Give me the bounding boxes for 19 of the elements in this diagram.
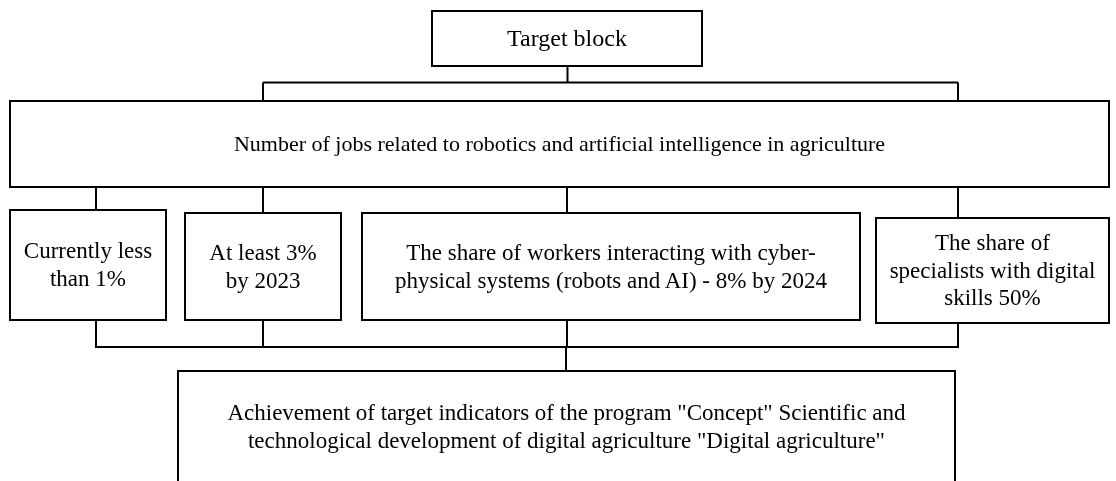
text-box: [875, 217, 1110, 324]
connector-line: [566, 187, 568, 213]
text-box: [9, 209, 167, 321]
text-box: [361, 212, 861, 321]
text-box: [9, 100, 1110, 188]
box-text: Currently less than 1%: [22, 237, 154, 293]
connector-line: [95, 187, 97, 210]
box-text: The share of specialists with digital skills 50%: [888, 229, 1097, 312]
text-box: [177, 370, 956, 481]
box-text: At least 3% by 2023: [208, 238, 318, 295]
text-box: [184, 212, 342, 321]
connector-line: [262, 66, 959, 101]
box-text: Target block: [507, 24, 627, 53]
connector-line: [262, 187, 264, 213]
text-box: [431, 10, 703, 67]
box-text: Number of jobs related to robotics and artificial intelligence in agriculture: [233, 130, 886, 158]
box-text: The share of workers interacting with cyber-physical systems (robots and AI) - 8% by 2024: [394, 238, 828, 295]
box-text: Achievement of target indicators of the program "Concept" Scientific and technological development of digital agriculture "Digital agriculture": [226, 399, 907, 455]
connector-line: [957, 187, 959, 218]
